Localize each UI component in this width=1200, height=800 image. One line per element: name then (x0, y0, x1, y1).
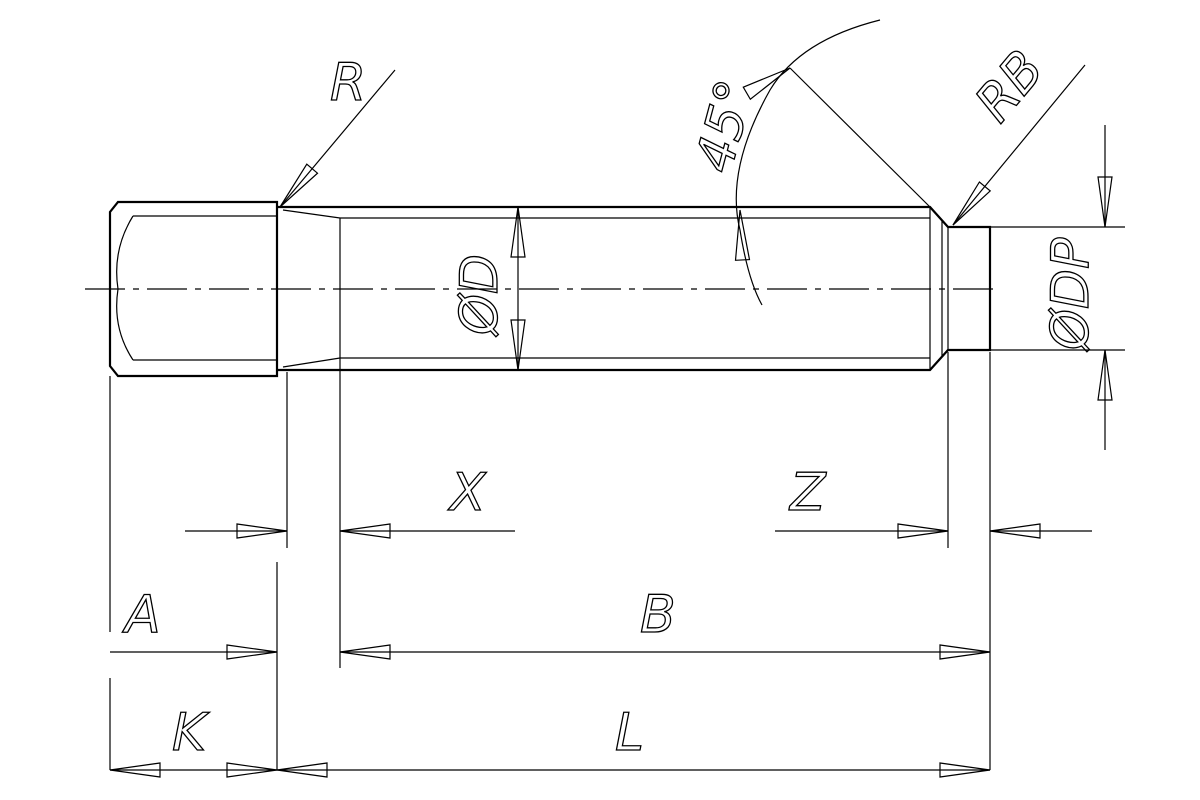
label-rb: RB (964, 40, 1056, 134)
dimension-lines (109, 19, 1113, 778)
arrowhead-k-right (226, 762, 278, 778)
arrowhead-z-right (989, 523, 1041, 539)
arrowhead-a (226, 644, 278, 660)
label-diameter-dp: ØDP (1041, 237, 1101, 352)
arrowhead-rb (952, 181, 992, 226)
label-a: A (122, 585, 161, 645)
r-leader (279, 69, 396, 208)
chamfer-angle-line (789, 67, 931, 208)
neck-taper (282, 209, 341, 368)
arrowhead-angle-top (742, 67, 791, 101)
label-z: Z (788, 463, 827, 523)
label-angle: 45° (685, 74, 767, 179)
head-outline (108, 200, 279, 378)
arrowhead-b-left (339, 644, 391, 660)
arrowhead-d-top (510, 206, 526, 258)
arrowhead-r (279, 163, 319, 208)
head-chamfer-arc (116, 215, 134, 361)
label-b: B (640, 585, 676, 645)
head-inner-lines (133, 215, 277, 361)
arrowhead-b-right (939, 644, 991, 660)
arrowhead-l-right (939, 762, 991, 778)
arrowhead-dp-top (1097, 176, 1113, 228)
extension-lines (109, 218, 1125, 770)
screw-outline (85, 200, 1000, 378)
arrowhead-z-left (897, 523, 949, 539)
arrowhead-dp-bottom (1097, 349, 1113, 401)
arrowhead-l-left (276, 762, 328, 778)
dimension-labels: R RB 45° ØD ØDP X Z A B K L (121, 39, 1101, 764)
arrowhead-angle-bottom (734, 209, 751, 261)
arrowhead-x-right (339, 523, 391, 539)
label-k: K (172, 703, 210, 763)
arrowhead-x-left (236, 523, 288, 539)
label-x: X (447, 463, 487, 523)
arrowhead-k-left (109, 762, 161, 778)
thread-root-lines (340, 217, 930, 359)
label-r: R (330, 53, 366, 113)
rb-leader (952, 64, 1086, 226)
angle-arc (735, 19, 881, 306)
label-l: L (615, 703, 644, 763)
label-diameter-d: ØD (450, 254, 510, 337)
arrowhead-d-bottom (510, 319, 526, 371)
